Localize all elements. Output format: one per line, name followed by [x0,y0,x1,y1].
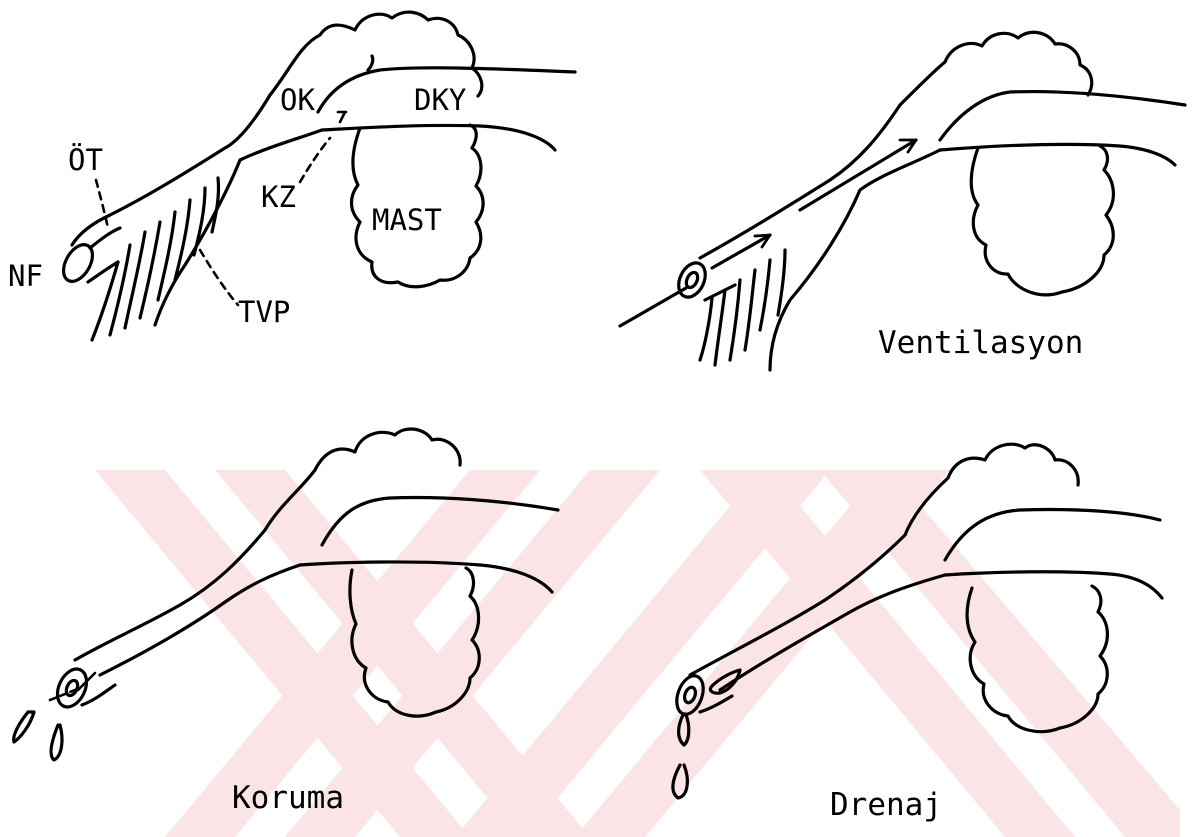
label-kz: KZ [261,183,296,212]
label-dky: DKY [414,86,466,115]
panel2-ventilation-drawing [620,32,1185,370]
caption-ventilasyon: Ventilasyon [878,328,1083,359]
caption-drenaj: Drenaj [830,790,942,821]
label-ot: ÖT [68,146,103,175]
label-mast: MAST [372,206,442,235]
panel1-anatomy-drawing [58,12,575,340]
label-nf: NF [8,262,43,291]
caption-koruma: Koruma [232,783,344,814]
label-tvp: TVP [238,298,290,327]
label-ok: OK [280,86,315,115]
